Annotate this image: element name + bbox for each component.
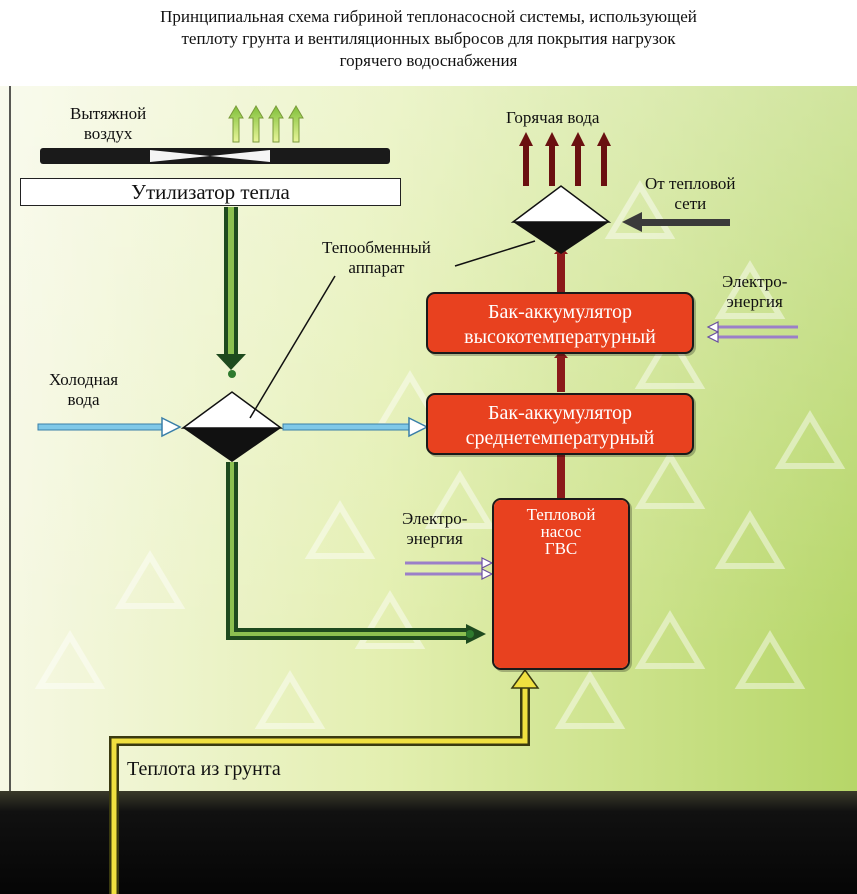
leader-line-exchanger (249, 275, 336, 419)
exhaust-air-line-1: Вытяжной (70, 104, 147, 123)
mid-temp-tank-line-1: Бак-аккумулятор (488, 402, 632, 424)
cold-water-pipe-in (37, 416, 182, 438)
hot-water-arrows (519, 132, 611, 186)
diagram-stage: Вытяжной воздух Утилизатор тепла Тепообм… (0, 86, 857, 894)
heat-pump-unit: Тепловой насос ГВС (492, 498, 630, 670)
heat-pump-line-1: Тепловой (526, 505, 596, 524)
heat-pump-label: Тепловой насос ГВС (494, 506, 628, 557)
heat-exchanger-line-2: аппарат (348, 258, 405, 277)
recovery-to-exchanger-pipe (216, 207, 246, 370)
exhaust-air-damper (40, 148, 390, 164)
cold-water-pipe-out (282, 416, 429, 438)
ground-heat-pipe (109, 668, 540, 894)
watermark-pattern (34, 180, 846, 729)
ground-heat-label: Теплота из грунта (127, 758, 281, 780)
electricity-label-top: Электро- энергия (722, 272, 787, 312)
ground-layer (0, 791, 857, 894)
mid-temp-tank: Бак-аккумулятор среднетемпературный (426, 393, 694, 455)
exhaust-air-arrows (228, 105, 304, 143)
high-temp-tank-line-1: Бак-аккумулятор (488, 301, 632, 323)
high-temp-tank-line-2: высокотемпературный (464, 326, 656, 348)
leader-line-mixer (454, 240, 536, 267)
exhaust-air-label: Вытяжной воздух (70, 104, 146, 144)
electricity-top-line-2: энергия (726, 292, 783, 311)
diagram-title: Принципиальная схема гибриной теплонасос… (0, 6, 857, 72)
heat-pump-line-3: ГВС (544, 539, 578, 558)
cold-water-line-1: Холодная (49, 370, 119, 389)
district-heat-arrow (622, 212, 730, 232)
electricity-hp-line-2: энергия (406, 529, 463, 548)
cold-water-line-2: вода (67, 390, 100, 409)
heat-exchanger-symbol (180, 370, 284, 462)
cold-water-label: Холодная вода (49, 370, 118, 410)
midtank-to-hightank-arrow (554, 350, 568, 392)
electricity-arrows-heatpump (405, 557, 494, 580)
title-line-3: горячего водоснабжения (339, 51, 518, 70)
heat-exchanger-label: Тепообменный аппарат (322, 238, 431, 278)
electricity-top-line-1: Электро- (722, 272, 788, 291)
electricity-label-heatpump: Электро- энергия (402, 509, 467, 549)
hot-water-label: Горячая вода (506, 108, 600, 127)
title-line-1: Принципиальная схема гибриной теплонасос… (160, 7, 697, 26)
hot-water-mixer-symbol (510, 185, 612, 254)
heat-exchanger-line-1: Тепообменный (322, 238, 431, 257)
high-temp-tank: Бак-аккумулятор высокотемпературный (426, 292, 694, 354)
heat-recovery-unit: Утилизатор тепла (20, 178, 401, 206)
electricity-arrows-top (706, 321, 798, 343)
mid-temp-tank-line-2: среднетемпературный (465, 427, 655, 449)
title-line-2: теплоту грунта и вентиляционных выбросов… (181, 29, 676, 48)
exhaust-air-line-2: воздух (83, 124, 133, 143)
electricity-hp-line-1: Электро- (402, 509, 468, 528)
district-heat-label: От тепловой сети (645, 174, 736, 214)
exchanger-to-heatpump-pipe (226, 462, 486, 644)
district-heat-line-1: От тепловой (645, 174, 736, 193)
diagram-canvas (0, 86, 857, 894)
heat-pump-line-2: насос (540, 522, 582, 541)
district-heat-line-2: сети (674, 194, 707, 213)
